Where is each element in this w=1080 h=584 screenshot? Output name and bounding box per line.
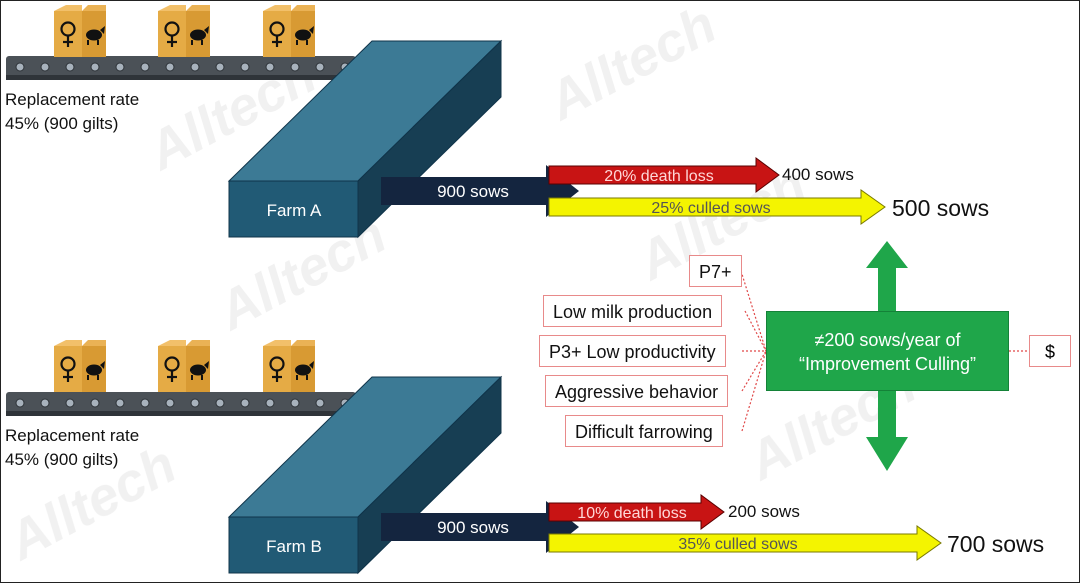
conveyor-b <box>5 391 357 417</box>
farm-b-culled-label: 35% culled sows <box>678 536 797 553</box>
improvement-culling-box: ≠200 sows/year of “Improvement Culling” <box>766 311 1009 391</box>
farm-b-death-arrow <box>548 494 725 530</box>
up-arrow <box>866 241 908 312</box>
farm-a-replacement-rate: Replacement rate 45% (900 gilts) <box>5 88 139 136</box>
farm-a-death-arrow <box>548 157 780 193</box>
watermark-text: Alltech <box>537 1 726 133</box>
farm-a-culled-label: 25% culled sows <box>651 200 770 217</box>
replacement-rate-label: Replacement rate <box>5 426 140 445</box>
farm-b-total: 700 sows <box>947 531 1045 557</box>
farm-b-input-arrow <box>381 501 579 553</box>
improvement-culling-line1: ≠200 sows/year of <box>814 330 961 350</box>
gilt-carton-icon <box>156 338 212 394</box>
farm-a-input-arrow <box>381 165 579 217</box>
gilt-carton-icon <box>261 338 317 394</box>
reason-difficult-farrowing: Difficult farrowing <box>565 415 723 447</box>
gilt-carton-icon <box>52 338 108 394</box>
replacement-rate-label: Replacement rate <box>5 90 140 109</box>
reason-aggressive: Aggressive behavior <box>545 375 729 407</box>
farm-b-input-label: 900 sows <box>437 518 509 537</box>
farm-a-label: Farm A <box>267 201 322 220</box>
farm-b-death-result: 200 sows <box>728 502 800 521</box>
reason-low-productivity: P3+ Low productivity <box>539 335 726 367</box>
gilt-carton-icon <box>156 3 212 59</box>
reason-p7: P7+ <box>689 255 742 287</box>
improvement-culling-line2: “Improvement Culling” <box>798 354 977 374</box>
replacement-rate-value: 45% (900 gilts) <box>5 114 119 133</box>
down-arrow <box>866 390 908 471</box>
farm-a-death-result: 400 sows <box>782 165 854 184</box>
farm-a-culled-arrow <box>548 189 886 225</box>
gilt-carton-icon <box>261 3 317 59</box>
farm-b-label: Farm B <box>266 537 322 556</box>
gilt-carton-icon <box>52 3 108 59</box>
reason-low-milk: Low milk production <box>543 295 723 327</box>
cost-box: $ <box>1029 335 1071 367</box>
farm-a-total: 500 sows <box>892 195 990 221</box>
farm-a-input-label: 900 sows <box>437 182 509 201</box>
replacement-rate-value: 45% (900 gilts) <box>5 450 119 469</box>
reason-connectors <box>740 270 1029 432</box>
farm-a-death-label: 20% death loss <box>604 168 713 185</box>
farm-b-death-label: 10% death loss <box>577 505 686 522</box>
farm-b-culled-arrow <box>548 525 942 561</box>
farm-b-replacement-rate: Replacement rate 45% (900 gilts) <box>5 424 139 472</box>
conveyor-a <box>5 55 357 81</box>
